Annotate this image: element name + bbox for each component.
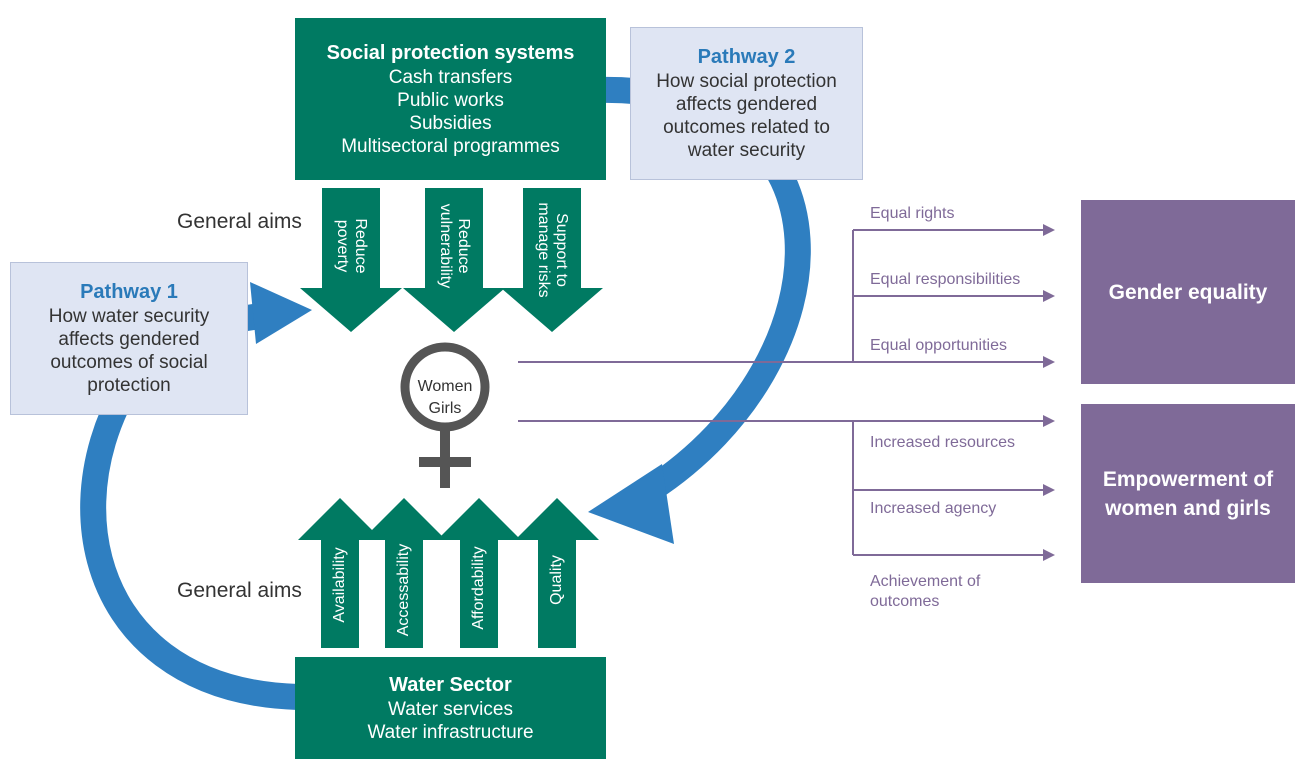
aim-text-reduce-vulnerability: Reduce vulnerability [437, 203, 472, 289]
water-item: Water services [388, 698, 513, 720]
pathway2-box: Pathway 2 How social protection affects … [630, 27, 863, 180]
aim-arrow-availability [298, 498, 382, 648]
pathway1-arrowhead [250, 282, 312, 344]
aim-text-accessability: Accessability [395, 543, 412, 637]
water-sector-box: Water Sector Water services Water infras… [295, 657, 606, 759]
pathway1-line: affects gendered [58, 329, 200, 350]
branch-arrowhead-agency [1043, 484, 1055, 496]
empowerment-label-line2: women and girls [1105, 496, 1271, 520]
aim-arrow-affordability [437, 498, 521, 648]
main-arrowhead-gender [1043, 356, 1055, 368]
aim-text-reduce-poverty: Reduce poverty [334, 218, 369, 274]
pathway1-line: How water security [48, 306, 210, 327]
gender-equality-label: Gender equality [1108, 280, 1268, 304]
pathway1-title: Pathway 1 [80, 281, 178, 303]
pathway2-line: water security [687, 140, 806, 161]
aim-arrow-accessability [362, 498, 446, 648]
pathway1-box: Pathway 1 How water security affects gen… [10, 262, 248, 415]
branch-label-equal-opportunities: Equal opportunities [870, 337, 1007, 354]
sp-item: Subsidies [409, 112, 492, 134]
general-aims-top-label: General aims [177, 210, 302, 233]
venus-label-women: Women [417, 378, 473, 395]
gender-equality-box: Gender equality [1081, 200, 1295, 384]
branch-arrowhead-responsibilities [1043, 290, 1055, 302]
empowerment-box: Empowerment of women and girls [1081, 404, 1295, 583]
social-protection-title: Social protection systems [326, 41, 575, 64]
venus-label: Women Girls [410, 376, 480, 420]
aim-arrow-manage-risks [501, 188, 603, 332]
branch-arrowhead-rights [1043, 224, 1055, 236]
pathway2-line: outcomes related to [663, 117, 830, 138]
aim-text-affordability: Affordability [470, 546, 487, 630]
aim-arrow-quality [515, 498, 599, 648]
branch-arrowhead-outcomes [1043, 549, 1055, 561]
aim-text-availability: Availability [331, 547, 348, 623]
main-arrowhead-empowerment [1043, 415, 1055, 427]
pathway2-title: Pathway 2 [697, 46, 796, 68]
branch-label-equal-rights: Equal rights [870, 205, 955, 222]
pathway1-line: outcomes of social [50, 352, 208, 373]
water-aim-arrows [298, 498, 599, 648]
aim-arrow-reduce-vulnerability [403, 188, 505, 332]
general-aims-bottom-label: General aims [177, 579, 302, 602]
sp-item: Multisectoral programmes [341, 135, 560, 157]
water-item: Water infrastructure [367, 721, 534, 743]
pathway2-line: affects gendered [675, 94, 818, 115]
social-protection-box: Social protection systems Cash transfers… [295, 18, 606, 180]
aim-text-manage-risks: Support to manage risks [535, 202, 570, 298]
empowerment-label-line1: Empowerment of [1102, 467, 1274, 491]
pathway2-arrowhead [588, 464, 674, 544]
venus-label-girls: Girls [428, 400, 462, 417]
pathway1-line: protection [87, 375, 171, 396]
water-sector-title: Water Sector [389, 673, 512, 696]
branch-label-increased-agency: Increased agency [870, 500, 997, 517]
branch-label-increased-resources: Increased resources [870, 434, 1015, 451]
branch-label-achievement-of-outcomes: Achievement of outcomes [870, 573, 981, 610]
pathway2-line: How social protection [656, 71, 837, 92]
sp-item: Cash transfers [388, 66, 513, 88]
aim-text-quality: Quality [548, 555, 565, 605]
sp-item: Public works [397, 89, 504, 111]
aim-arrow-reduce-poverty [300, 188, 402, 332]
branch-label-equal-responsibilities: Equal responsibilities [870, 271, 1021, 288]
sp-aim-arrows [300, 188, 603, 332]
